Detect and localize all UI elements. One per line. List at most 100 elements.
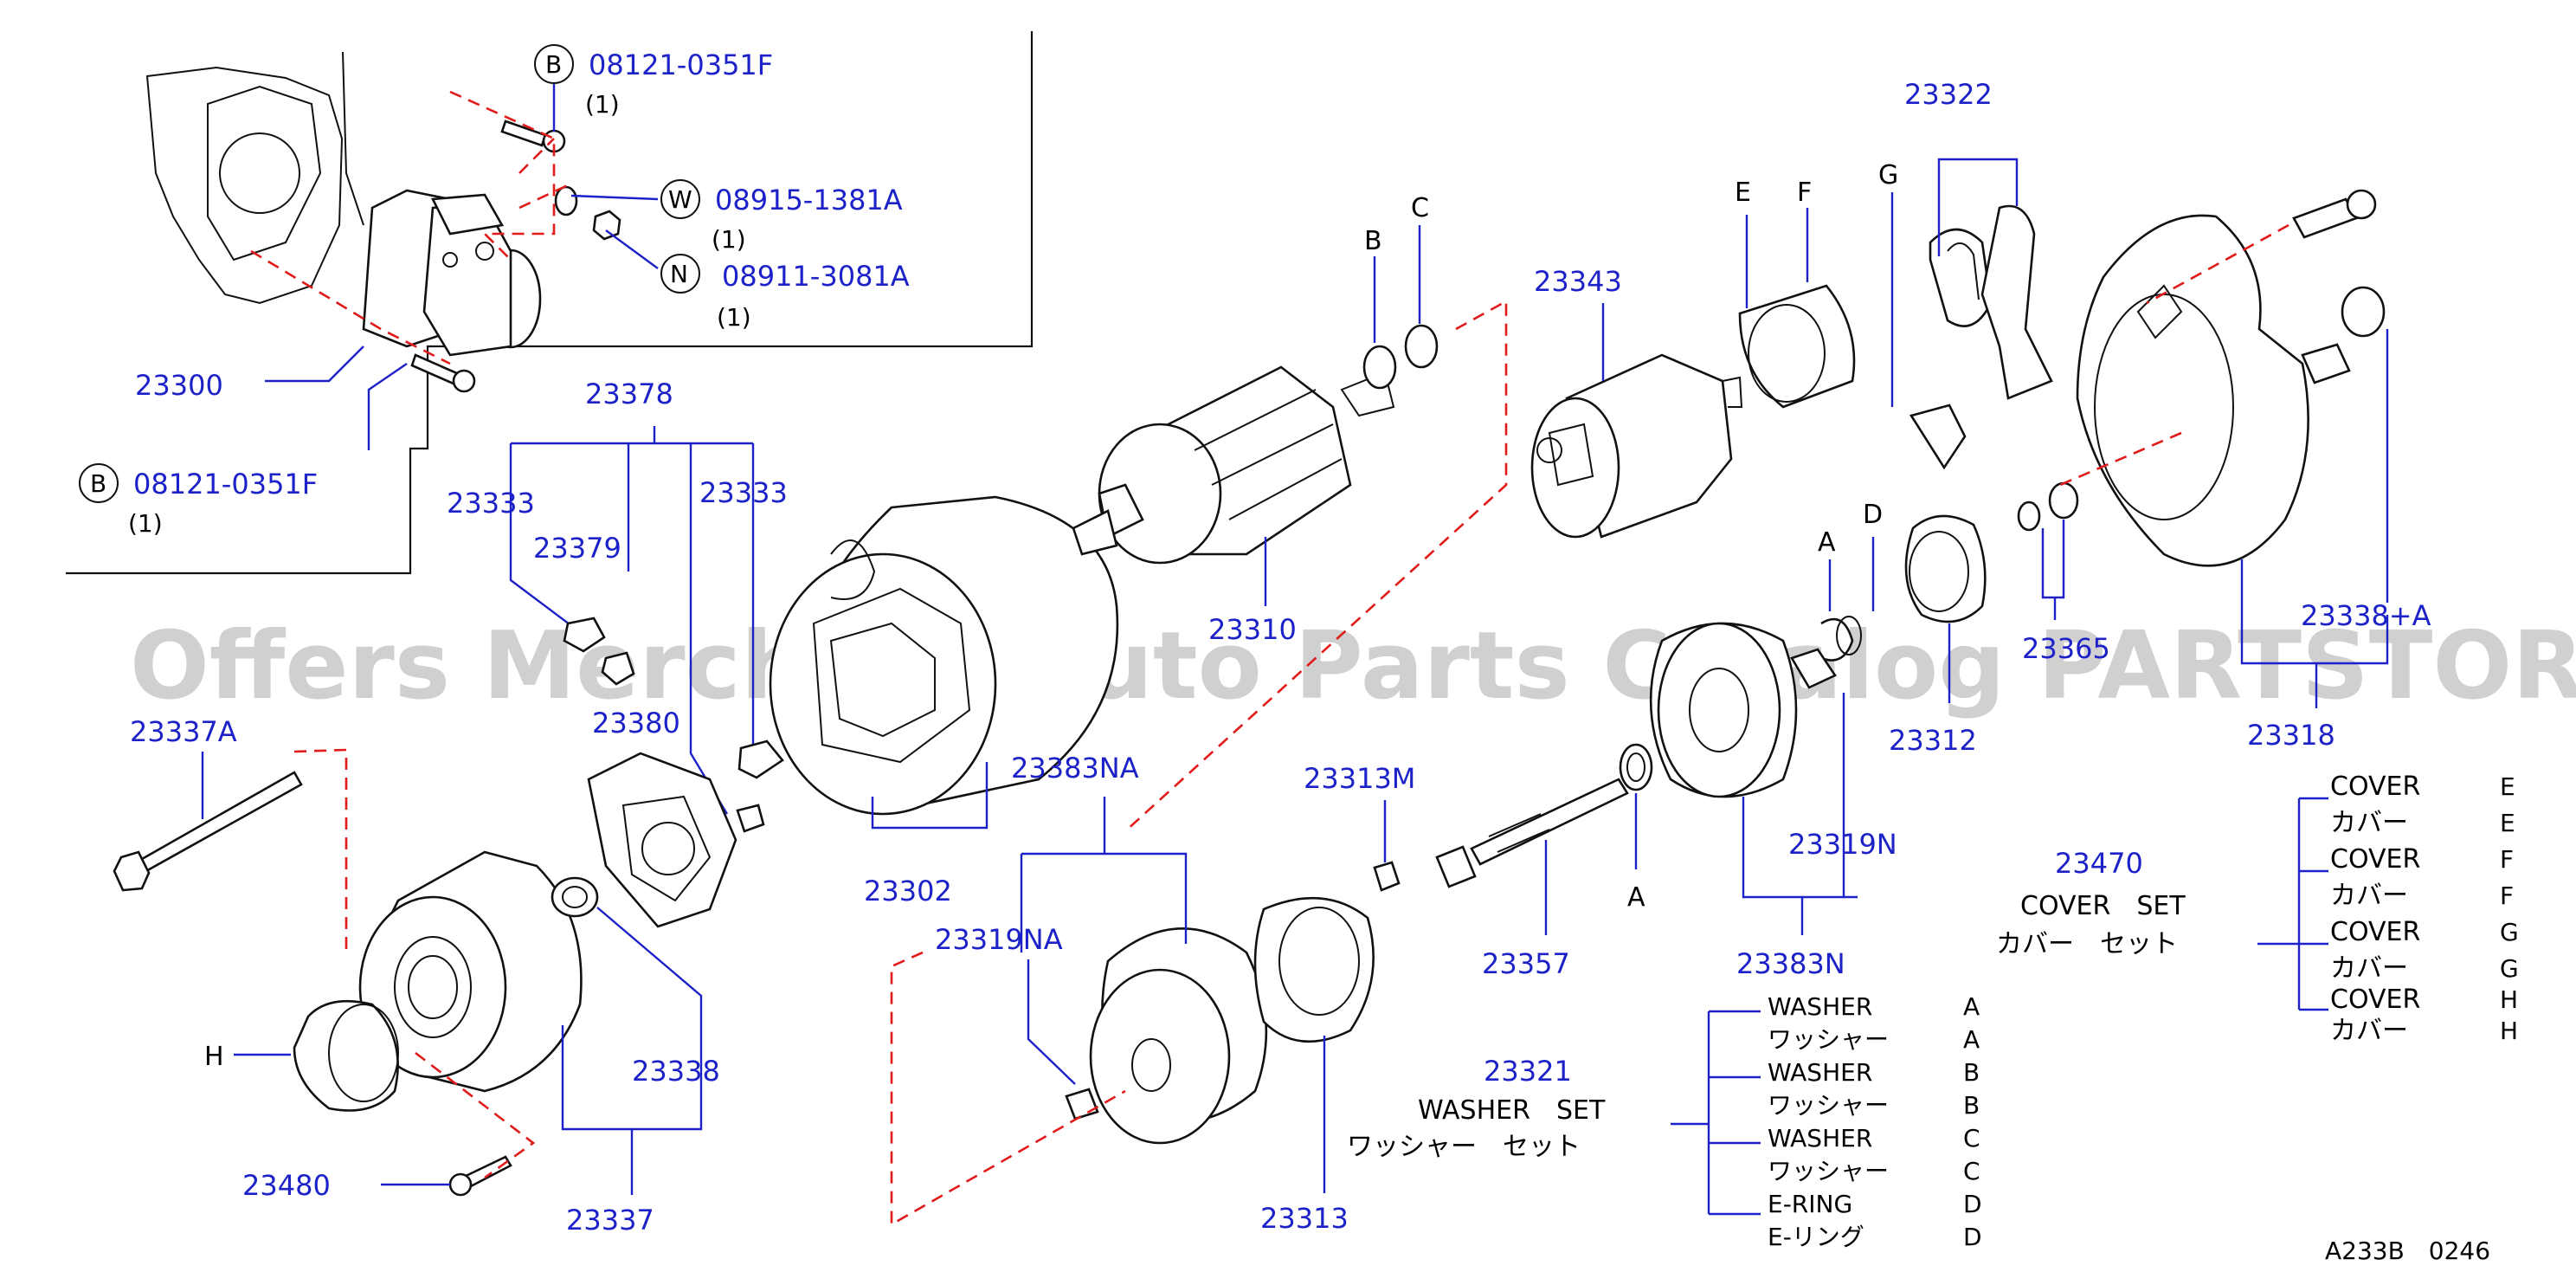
drive-housing: 23338+A 23318 [2076,189,2431,752]
set-item-name: COVER [2330,772,2420,802]
part-number-label: 23383N [1736,947,1845,980]
callout-letter: W [668,185,692,214]
letter-label: A [1627,882,1645,913]
part-number-label: 23337 [566,1204,654,1237]
part-number-label: 23312 [1889,724,1977,757]
set-item-name: カバー [2330,1016,2408,1046]
pinion-shaft: 23357 23313M [1304,762,1629,980]
part-number-label: 23321 [1484,1055,1572,1088]
solenoid: 23343 [1530,265,1743,539]
part-number-label: 08911-3081A [722,260,910,293]
part-number-label: 23383NA [1011,752,1139,785]
part-number-label: 23313M [1304,762,1415,795]
set-title-jp: カバー セット [1996,929,2178,959]
brush-holder-group: 23378 23333 23333 23379 23380 [447,378,788,928]
part-number-label: 23333 [447,487,535,520]
part-number-label: 23379 [533,532,621,565]
part-number-label: 08121-0351F [589,48,773,81]
set-item-name: WASHER [1768,1058,1872,1087]
part-number-label: 23313 [1260,1202,1349,1235]
part-number-label: 08121-0351F [133,468,318,500]
inset-starter [362,189,542,357]
diagram-code: A233B 0246 [2325,1237,2490,1265]
letter-label: C [1411,193,1429,223]
watermark-text: Offers Merchant Auto Parts Catalog PARTS… [130,612,2576,720]
set-item-name: WASHER [1768,992,1872,1021]
set-title: COVER SET [2020,891,2186,921]
set-item-name: COVER [2330,985,2420,1015]
letter-label: D [1863,500,1883,530]
quantity-label: (1) [712,225,746,254]
part-number-label: 23322 [1904,78,1993,111]
set-item-name: ワッシャー [1768,1091,1889,1120]
part-number-label: 23380 [592,707,680,739]
part-number-label: 08915-1381A [715,184,903,216]
screw: 23480 [242,1051,536,1202]
part-number-label: 23378 [585,378,673,410]
set-item-code: B [1963,1058,1980,1087]
part-number-label: 23302 [864,875,952,907]
washer-set-block: 23321 WASHER SET ワッシャー セット WASHER A ワッシャ… [1347,992,1982,1251]
overrunning-clutch: 23319N 23383N [1649,622,1897,980]
part-number-label: 23338+A [2301,599,2431,632]
part-number-label: 23470 [2055,847,2143,880]
set-item-name: カバー [2330,953,2408,984]
set-item-code: H [2500,985,2518,1014]
set-item-code: D [1963,1223,1982,1251]
set-item-name: カバー [2330,881,2408,911]
set-item-name: ワッシャー [1768,1025,1889,1054]
set-item-code: D [1963,1190,1982,1218]
letter-label: E [1735,178,1751,208]
through-bolt: 23337A [113,715,348,952]
rear-cover: 23338 23337 [358,850,720,1237]
letter-label: A [1818,527,1836,558]
field-frame: 23302 [769,495,1119,907]
set-item-code: F [2500,881,2514,910]
quantity-label: (1) [585,90,620,119]
set-item-code: E [2500,809,2515,837]
part-number-label: 23343 [1534,265,1622,298]
callout-b-top: B 08121-0351F (1) [534,44,773,119]
armature: 23310 [1072,365,1395,646]
part-number-label: 23365 [2022,632,2110,665]
part-number-label: 23357 [1482,947,1570,980]
set-item-code: G [2500,954,2519,983]
callout-letter: B [90,469,106,498]
set-item-code: A [1963,992,1980,1021]
set-item-code: E [2500,772,2515,801]
set-item-code: A [1963,1025,1980,1054]
letter-label: H [204,1042,224,1072]
cover-set-block: 23470 COVER SET カバー セット COVER E カバー E CO… [1996,772,2519,1046]
set-item-code: B [1963,1091,1980,1120]
quantity-label: (1) [717,303,751,332]
callout-letter: N [670,260,688,288]
part-number-label: 23333 [699,476,788,509]
set-item-code: C [1963,1124,1980,1153]
letter-label: B [1364,226,1382,256]
shift-lever: 23322 [1904,78,2053,400]
set-title-jp: ワッシャー セット [1347,1132,1581,1162]
set-item-code: F [2500,845,2514,874]
part-number-label: 23318 [2247,719,2335,752]
pinion-gear: 23312 23365 [1889,431,2182,757]
set-item-name: カバー [2330,808,2408,838]
part-number-label: 23319N [1788,828,1897,861]
callout-b-bottom: B 08121-0351F (1) [79,463,318,538]
letter-label: G [1878,160,1898,190]
set-item-code: C [1963,1157,1980,1185]
callout-w: W 08915-1381A (1) [660,179,903,254]
part-number-label: 23300 [135,369,223,402]
callout-n: N 08911-3081A (1) [660,254,910,332]
set-item-name: E-RING [1768,1190,1852,1218]
part-number-label: 23319NA [935,923,1063,956]
set-item-code: H [2500,1017,2518,1045]
part-number-label: 23337A [130,715,237,748]
set-item-name: COVER [2330,844,2420,875]
cover-set-items: COVER E カバー E COVER F カバー F COVER G カバー … [2330,772,2519,1046]
part-number-label: 23338 [632,1055,720,1088]
part-number-label: 23310 [1208,613,1297,646]
set-item-name: WASHER [1768,1124,1872,1153]
letter-label: F [1797,178,1812,208]
